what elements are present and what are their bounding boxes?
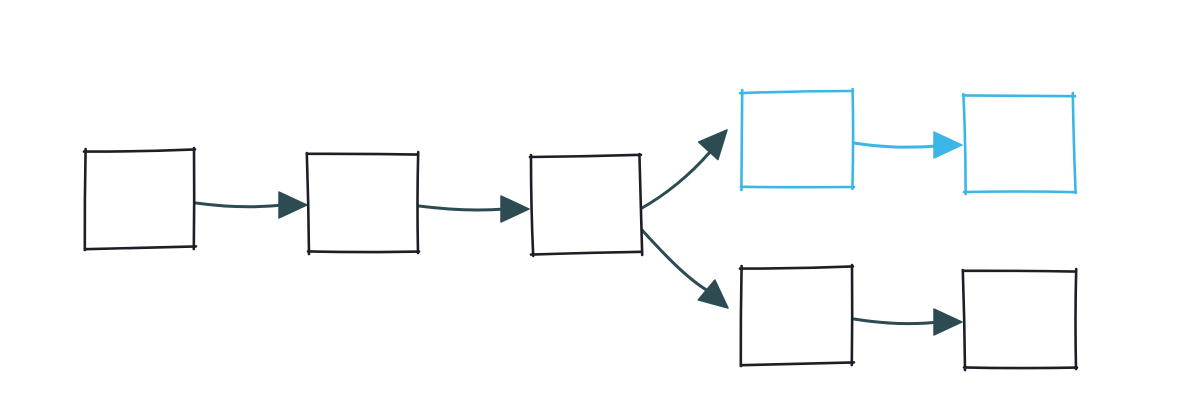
edge-n6-n7-arrowhead: [933, 308, 963, 336]
edges-layer: [194, 121, 963, 336]
node-n2-side-1: [416, 150, 420, 255]
edge-n1-n2[interactable]: [194, 191, 308, 219]
edge-n6-n7[interactable]: [852, 308, 963, 336]
node-n5-side-1: [1071, 91, 1077, 195]
node-n1-side-2: [83, 245, 198, 251]
node-n2[interactable]: [305, 150, 421, 256]
node-n2-area[interactable]: [309, 155, 417, 251]
edge-n4-n5-line: [852, 141, 940, 149]
node-n5[interactable]: [961, 91, 1078, 196]
node-n5-side-0: [961, 94, 1077, 98]
node-n3-side-3: [529, 153, 535, 258]
node-n1[interactable]: [82, 146, 198, 252]
node-n1-area[interactable]: [86, 151, 194, 247]
node-n5-area[interactable]: [965, 96, 1074, 191]
node-n1-side-3: [83, 147, 87, 252]
node-n3[interactable]: [528, 152, 644, 258]
node-n5-side-2: [962, 190, 1078, 194]
node-n7-side-0: [961, 269, 1078, 273]
edge-n4-n5-arrowhead: [933, 131, 963, 159]
edge-n3-n4-arrowhead: [697, 129, 728, 161]
edge-n4-n5[interactable]: [852, 131, 963, 159]
node-n7-side-2: [962, 366, 1079, 370]
edge-n1-n2-line: [194, 201, 285, 209]
node-n4-side-1: [851, 87, 855, 191]
edge-n3-n6-line: [640, 228, 712, 294]
node-n1-side-0: [82, 148, 197, 153]
node-n7[interactable]: [961, 267, 1079, 372]
edge-n2-n3-arrowhead: [500, 195, 530, 223]
node-n3-side-2: [529, 250, 644, 256]
node-n3-area[interactable]: [532, 157, 640, 253]
node-n4[interactable]: [738, 87, 856, 192]
node-n7-side-1: [1074, 267, 1078, 371]
node-n4-side-0: [738, 89, 855, 95]
node-n4-side-3: [740, 88, 744, 192]
edge-n2-n3[interactable]: [417, 195, 530, 223]
node-n3-side-0: [528, 153, 643, 159]
node-n6-side-3: [739, 264, 743, 368]
edge-n3-n4[interactable]: [640, 121, 737, 210]
node-n2-side-0: [305, 152, 420, 156]
node-n6-area[interactable]: [742, 268, 852, 363]
edge-n3-n6-arrowhead: [697, 279, 729, 309]
node-n2-side-3: [305, 151, 311, 256]
edge-n1-n2-arrowhead: [278, 191, 308, 219]
node-n3-side-1: [638, 152, 644, 257]
node-n5-side-3: [962, 92, 967, 196]
node-n4-area[interactable]: [742, 92, 852, 187]
edge-n6-n7-line: [852, 317, 940, 326]
edge-n3-n4-line: [640, 151, 711, 210]
node-n6-side-2: [739, 361, 856, 367]
node-n7-side-3: [961, 268, 967, 372]
edge-n3-n6[interactable]: [640, 228, 736, 318]
node-n7-area[interactable]: [965, 272, 1075, 367]
node-n6-side-0: [738, 265, 855, 270]
node-n6[interactable]: [738, 263, 856, 368]
edge-n2-n3-line: [417, 204, 507, 212]
nodes-layer: [82, 87, 1079, 372]
node-n2-side-2: [306, 250, 421, 254]
